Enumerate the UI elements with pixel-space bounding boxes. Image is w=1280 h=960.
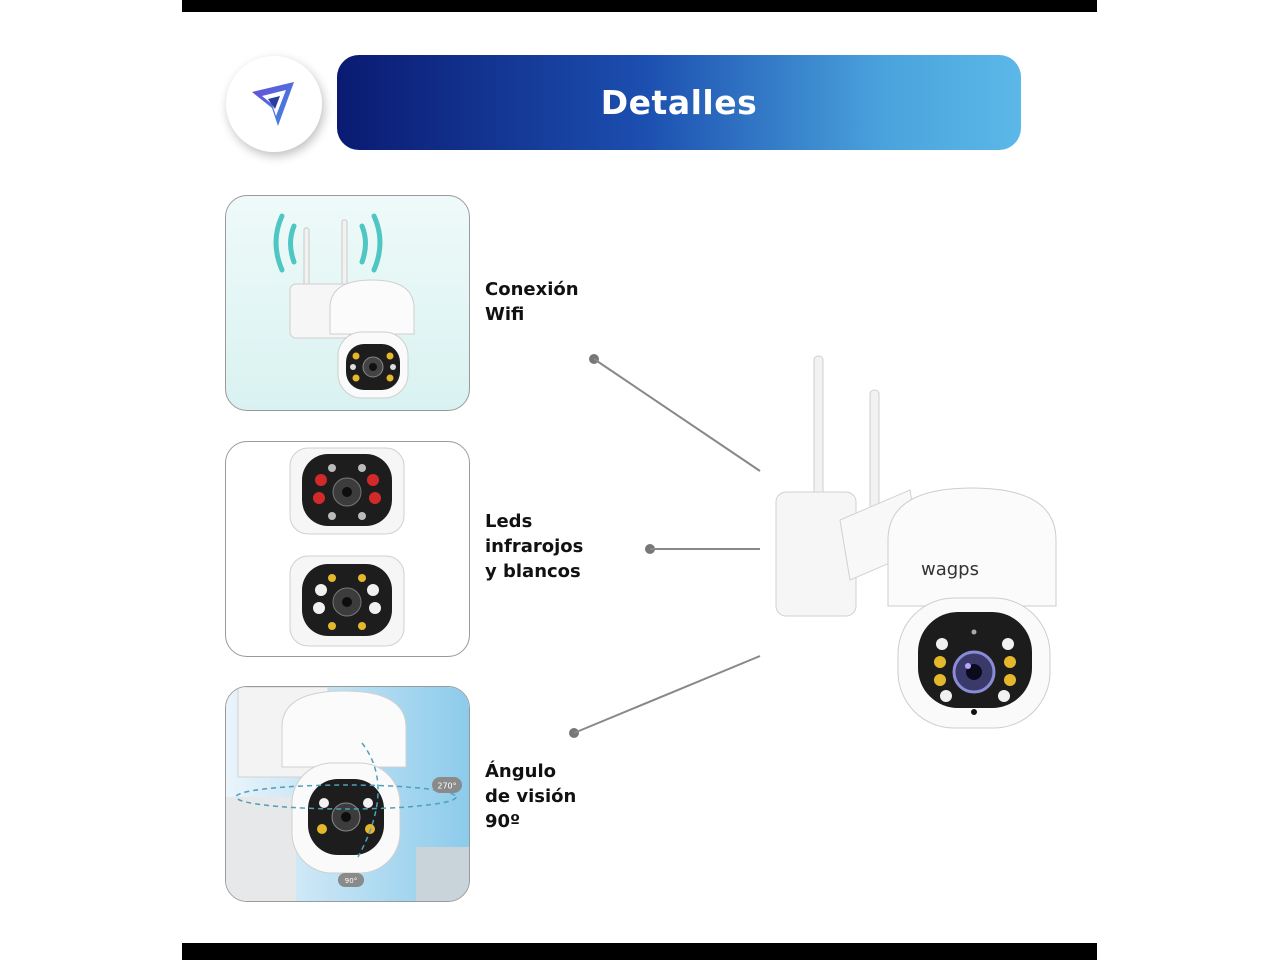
- feature-card-leds: [225, 441, 470, 657]
- feature-card-wifi: [225, 195, 470, 411]
- wifi-camera-image: [273, 213, 415, 399]
- feature-label-angle: Ángulo de visión 90º: [485, 761, 577, 832]
- connector-angle: [569, 655, 761, 738]
- rotation-badge-horizontal-text: 270°: [437, 782, 456, 791]
- feature-card-angle: 270° 90°: [225, 686, 470, 902]
- main-camera-image: wagps: [775, 355, 1057, 729]
- connector-leds: [645, 544, 760, 554]
- leds-camera-image: [289, 447, 405, 647]
- brand-logo-icon: [252, 82, 294, 126]
- section-banner: Detalles: [337, 55, 1021, 150]
- feature-label-leds: Leds infrarojos y blancos: [485, 511, 584, 582]
- connector-wifi: [589, 354, 761, 472]
- rotation-badge-vertical: 90°: [338, 873, 364, 887]
- rotation-badge-vertical-text: 90°: [345, 877, 357, 885]
- rotation-badge-horizontal: 270°: [432, 777, 462, 793]
- page-title: Detalles: [600, 83, 758, 122]
- feature-label-wifi: Conexión Wifi: [485, 279, 579, 325]
- wifi-signal-icon: [273, 213, 383, 273]
- brand-logo: [226, 56, 322, 152]
- camera-brand-text: wagps: [921, 559, 979, 580]
- angle-camera-image: 270° 90°: [226, 687, 469, 901]
- bottom-black-bar: [182, 943, 1097, 960]
- top-black-bar: [182, 0, 1097, 12]
